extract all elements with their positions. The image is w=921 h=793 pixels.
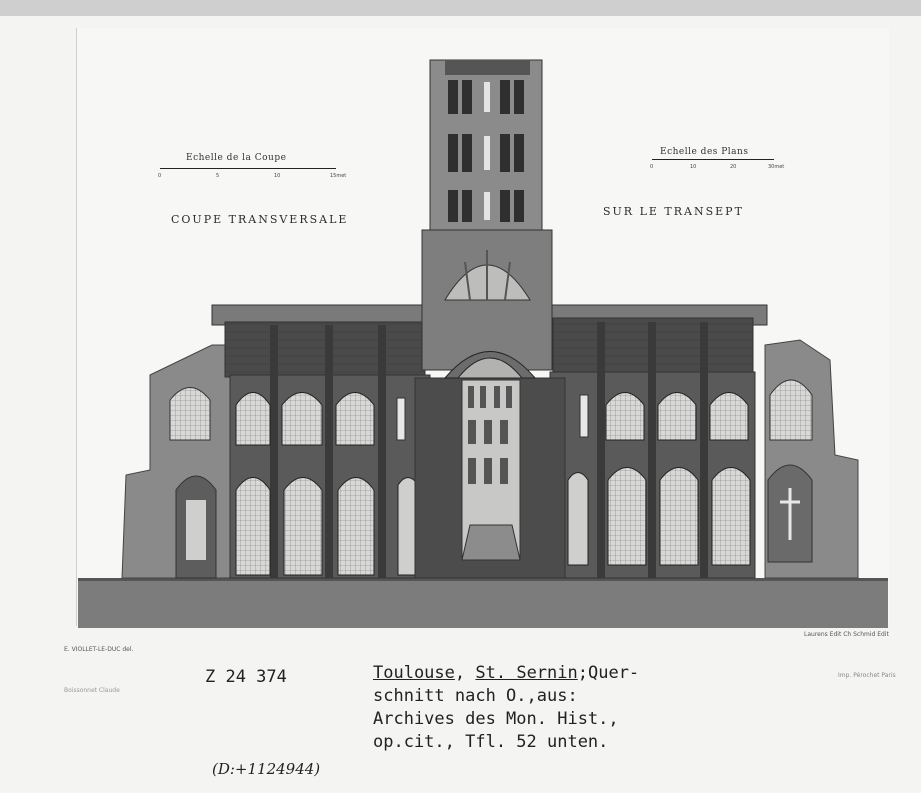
plan-scale-tick: 10 (690, 164, 697, 170)
caption-line-4: op.cit., Tfl. 52 unten. (373, 732, 609, 752)
ground-section (78, 578, 888, 628)
caption-line-1-rest: ;Quer- (577, 663, 640, 683)
printer-credit: Imp. Pérochet Paris (838, 672, 896, 679)
section-scale-tick: 15met (330, 173, 347, 179)
caption-city: Toulouse (373, 663, 455, 683)
caption-line-1: Toulouse, St. Sernin;Quer- (373, 662, 639, 685)
section-scale-tick: 5 (216, 173, 220, 179)
caption-line-3: Archives des Mon. Hist., (373, 709, 619, 729)
archive-number: Z 24 374 (205, 667, 287, 687)
caption-church: St. Sernin (475, 663, 578, 683)
section-scale-tick: 10 (274, 173, 281, 179)
plate-title-right: SUR LE TRANSEPT (603, 205, 744, 218)
caption-line-2: schnitt nach O.,aus: (373, 686, 578, 706)
plan-scale-tick: 30met (768, 164, 785, 170)
plan-scale-tick: 0 (650, 164, 654, 170)
section-scale-bar (160, 168, 336, 173)
engraver-credit: Boissonnet Claude (64, 687, 120, 694)
section-scale-tick: 0 (158, 173, 162, 179)
plan-scale-tick: 20 (730, 164, 737, 170)
top-edge-strip (0, 0, 921, 16)
plan-scale-label: Echelle des Plans (660, 147, 749, 157)
caption-comma: , (454, 663, 466, 683)
section-scale-label: Echelle de la Coupe (186, 153, 287, 163)
handwritten-id: (D:+1124944) (212, 760, 321, 778)
plan-scale-bar (652, 159, 774, 164)
plate-title-left: COUPE TRANSVERSALE (171, 213, 349, 226)
publisher-credit: Laurens Edit Ch Schmid Edit (804, 631, 889, 638)
delineator-credit: E. VIOLLET-LE-DUC del. (64, 646, 134, 653)
